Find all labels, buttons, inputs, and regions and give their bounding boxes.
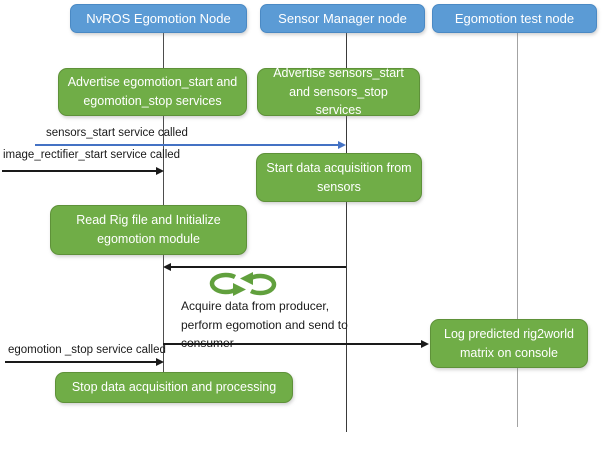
activity-log-rig2world: Log predicted rig2world matrix on consol… — [430, 319, 588, 368]
message-label-egomotion-stop: egomotion _stop service called — [8, 344, 166, 356]
lifeline-egomotion-test — [517, 33, 518, 427]
arrow-sensors-start — [35, 144, 338, 146]
loop-arrows-icon — [203, 271, 283, 297]
message-label-image-rectifier-start: image_rectifier_start service called — [3, 149, 181, 161]
annotation-line: perform egomotion and send to — [181, 317, 348, 332]
activity-advertise-egomotion-services: Advertise egomotion_start and egomotion_… — [58, 68, 247, 116]
activity-start-data-acquisition: Start data acquisition from sensors — [256, 153, 422, 202]
annotation-line: Acquire data from producer, — [181, 299, 330, 313]
node-box-nvros-egomotion: NvROS Egomotion Node — [70, 4, 247, 33]
node-label: Sensor Manager node — [278, 11, 407, 26]
activity-label: Log predicted rig2world matrix on consol… — [444, 326, 574, 360]
arrowhead-right-icon — [421, 340, 429, 348]
activity-label: Stop data acquisition and processing — [71, 380, 277, 395]
arrow-egomotion-to-test — [163, 343, 421, 345]
activity-advertise-sensor-services: Advertise sensors_start and sensors_stop… — [257, 66, 420, 117]
annotation-line: consumer — [181, 336, 234, 350]
arrowhead-right-icon — [156, 358, 164, 366]
arrow-image-rectifier-start — [2, 170, 156, 172]
activity-label: Read Rig file and Initialize egomotion m… — [76, 213, 221, 246]
lifeline-sensor-manager — [346, 33, 347, 432]
activity-label: Start data acquisition from sensors — [266, 160, 412, 194]
activity-label: Advertise sensors_start and sensors_stop… — [273, 65, 404, 118]
annotation-acquire-data: Acquire data from producer, perform egom… — [181, 297, 348, 353]
activity-read-rig-file: Read Rig file and Initialize egomotion m… — [50, 205, 247, 255]
node-label: NvROS Egomotion Node — [86, 11, 231, 26]
activity-label: Advertise egomotion_start and egomotion_… — [67, 75, 238, 108]
node-label: Egomotion test node — [454, 11, 575, 26]
activity-stop-data-acquisition: Stop data acquisition and processing — [55, 372, 293, 403]
arrowhead-left-icon — [163, 263, 171, 271]
arrowhead-right-icon — [338, 141, 346, 149]
node-box-sensor-manager: Sensor Manager node — [260, 4, 425, 33]
arrow-egomotion-stop — [5, 361, 156, 363]
node-box-egomotion-test: Egomotion test node — [432, 4, 597, 33]
arrowhead-right-icon — [156, 167, 164, 175]
arrow-sensor-to-egomotion — [171, 266, 346, 268]
message-label-sensors-start: sensors_start service called — [46, 127, 188, 139]
